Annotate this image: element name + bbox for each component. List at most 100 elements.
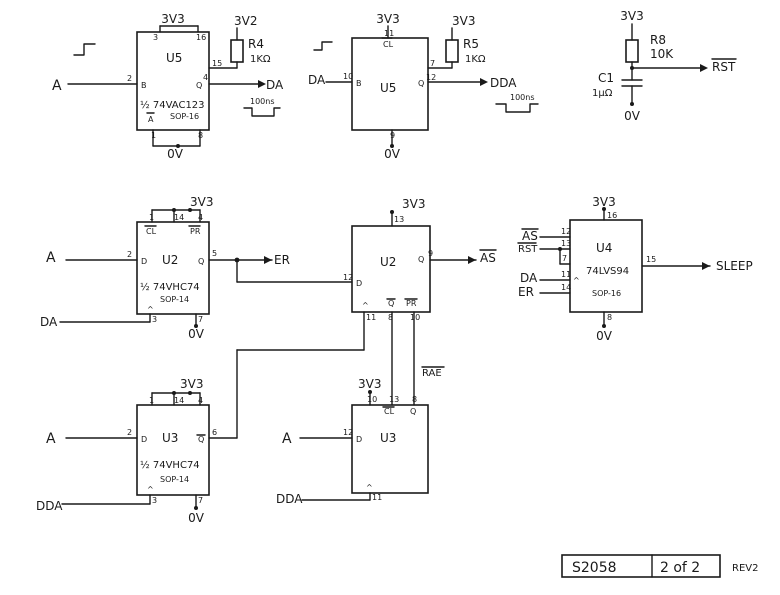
svg-text:15: 15 <box>212 59 222 68</box>
vcc-label: 3V3 <box>376 12 399 26</box>
u5-right-monostable: 3V3 11 CL DA 10 B U5 Q 12 3V3 7 R5 1KΩ D… <box>308 12 539 161</box>
r4-ref: R4 <box>248 37 264 51</box>
svg-text:PR: PR <box>406 299 417 308</box>
signal-a: A <box>46 250 56 266</box>
u3-right-ref: U3 <box>380 431 396 445</box>
u2-type: ½ 74VHC74 <box>140 281 200 293</box>
svg-text:Q: Q <box>418 255 424 264</box>
svg-text:13: 13 <box>561 239 571 248</box>
svg-text:PR: PR <box>190 227 201 236</box>
vcc-label: 3V3 <box>180 377 203 391</box>
u5-package: SOP-16 <box>170 112 199 121</box>
svg-text:11: 11 <box>366 313 376 322</box>
svg-text:^: ^ <box>147 305 154 314</box>
title-block-frame <box>561 554 721 578</box>
svg-text:^: ^ <box>147 485 154 494</box>
signal-as-in: AS <box>522 229 538 243</box>
svg-text:CL: CL <box>383 40 394 49</box>
gnd-label: 0V <box>596 329 613 343</box>
svg-text:10: 10 <box>367 395 377 404</box>
title-block: S2058 2 of 2 REV2 <box>561 554 758 578</box>
c1-ref: C1 <box>598 71 614 85</box>
signal-rae: RAE <box>422 368 442 379</box>
r4-resistor <box>230 39 244 63</box>
r4-value: 1KΩ <box>250 54 271 65</box>
r5-ref: R5 <box>463 37 479 51</box>
gnd-label: 0V <box>188 327 205 341</box>
u2-left-flipflop: 3V3 1 14 4 CL PR A 2 D U2 Q 5 ½ 74VHC74 … <box>40 195 353 341</box>
u4-shift-register: 3V3 16 AS 12 RST 13 7 U4 74LVS94 SOP-16 … <box>517 195 753 343</box>
u3-left-flipflop: 3V3 1 14 4 A 2 D U3 Q 6 ½ 74VHC74 SOP-14… <box>36 377 217 525</box>
svg-text:3: 3 <box>152 315 157 324</box>
pulse-glyph <box>313 41 333 51</box>
svg-text:5: 5 <box>212 249 217 258</box>
svg-text:4: 4 <box>203 73 208 82</box>
svg-text:9: 9 <box>428 249 433 258</box>
svg-text:3: 3 <box>153 33 158 42</box>
svg-text:12: 12 <box>343 273 353 282</box>
signal-dda-clock: DDA <box>36 499 63 513</box>
svg-text:10: 10 <box>343 72 353 81</box>
svg-text:13: 13 <box>394 215 404 224</box>
svg-text:13: 13 <box>389 395 399 404</box>
svg-text:Q: Q <box>196 81 202 90</box>
svg-text:2: 2 <box>127 74 132 83</box>
u3-left-body <box>136 404 210 496</box>
svg-text:7: 7 <box>198 496 203 505</box>
revision: REV2 <box>732 563 758 574</box>
r5-resistor <box>445 39 459 63</box>
svg-text:7: 7 <box>562 254 567 263</box>
u2-package: SOP-14 <box>160 295 189 304</box>
svg-text:4: 4 <box>198 396 203 405</box>
r8-ref: R8 <box>650 33 666 47</box>
signal-rst-in: RST <box>518 244 538 255</box>
vcc-label: 3V3 <box>592 195 615 209</box>
signal-er: ER <box>274 253 290 267</box>
svg-text:12: 12 <box>426 73 436 82</box>
signal-da-in: DA <box>308 73 326 87</box>
svg-text:D: D <box>141 257 147 266</box>
svg-text:^: ^ <box>362 301 369 310</box>
u3-right-body <box>351 404 429 494</box>
svg-text:CL: CL <box>146 227 157 236</box>
vcc-label: 3V3 <box>620 9 643 23</box>
u2-right-ref: U2 <box>380 255 396 269</box>
signal-da-u4: DA <box>520 271 538 285</box>
pulse-width: 100ns <box>250 97 275 106</box>
svg-text:Q: Q <box>198 257 204 266</box>
pulse-glyph <box>73 43 96 56</box>
u5-left-monostable: 3V3 3 16 A 2 B U5 Q 4 ½ 74VAC123 SOP-16 … <box>52 12 284 161</box>
signal-as: AS <box>480 251 496 265</box>
vcc-label: 3V3 <box>358 377 381 391</box>
svg-text:^: ^ <box>366 483 373 492</box>
svg-text:6: 6 <box>212 428 217 437</box>
svg-text:11: 11 <box>372 493 382 502</box>
svg-text:14: 14 <box>174 213 184 222</box>
signal-rst: RST <box>712 60 736 74</box>
vcc-label: 3V3 <box>161 12 184 26</box>
svg-text:8: 8 <box>388 313 393 322</box>
svg-text:12: 12 <box>343 428 353 437</box>
svg-text:4: 4 <box>198 213 203 222</box>
svg-text:2: 2 <box>127 250 132 259</box>
u5-type: ½ 74VAC123 <box>140 99 205 111</box>
u5-left-body <box>136 31 210 131</box>
u3-type: ½ 74VHC74 <box>140 459 200 471</box>
c1-value: 1μΩ <box>592 88 613 99</box>
vcc-label: 3V3 <box>402 197 425 211</box>
pulse-glyph <box>243 107 281 117</box>
gnd-label: 0V <box>384 147 401 161</box>
r8-value: 10K <box>650 47 674 61</box>
signal-da-out: DA <box>266 78 284 92</box>
signal-dda-in: DDA <box>276 492 303 506</box>
gnd-label: 0V <box>624 109 641 123</box>
svg-text:CL: CL <box>384 407 395 416</box>
vcc-label: 3V2 <box>234 14 257 28</box>
svg-text:11: 11 <box>384 29 394 38</box>
svg-text:16: 16 <box>607 211 617 220</box>
svg-text:Q: Q <box>388 299 394 308</box>
u2-left-ref: U2 <box>162 253 178 267</box>
u3-left-ref: U3 <box>162 431 178 445</box>
vcc-label: 3V3 <box>452 14 475 28</box>
